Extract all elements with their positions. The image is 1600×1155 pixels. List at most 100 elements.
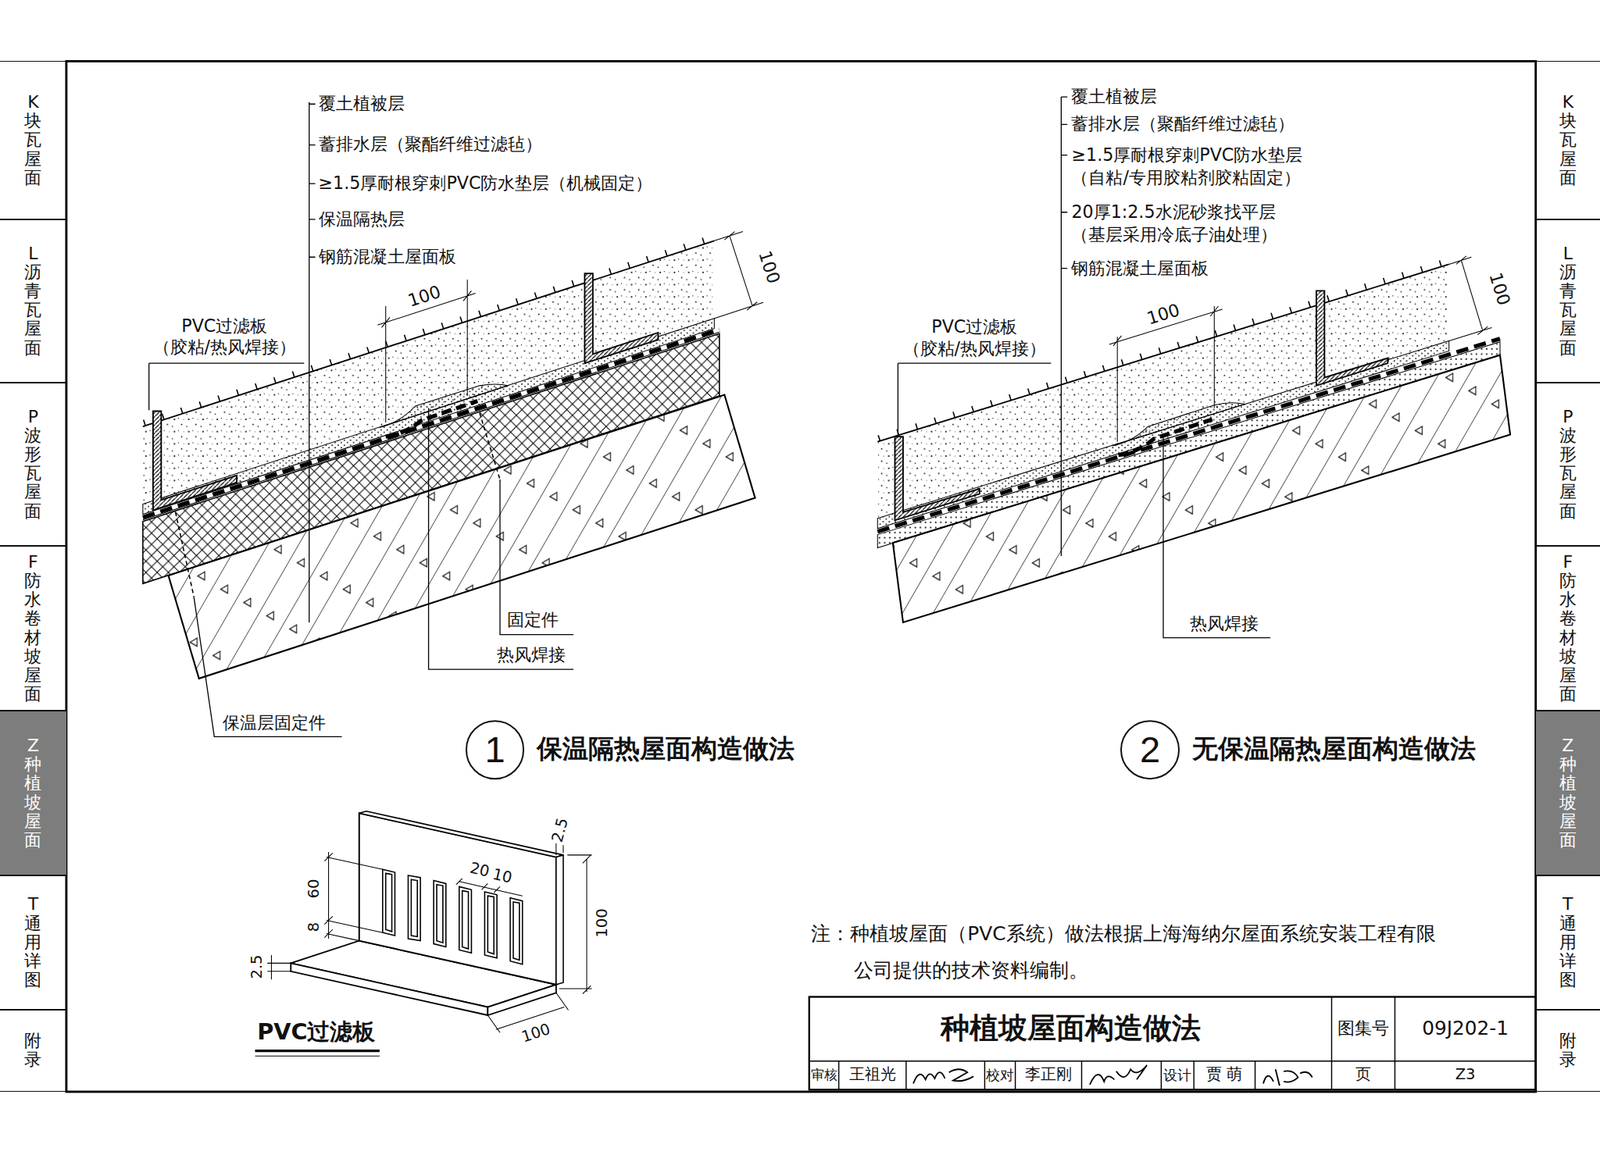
leader-line <box>193 596 342 737</box>
detail-callout: 1保温隔热屋面构造做法 <box>465 720 795 780</box>
dimension-text: 100 <box>755 247 783 288</box>
part-callout: 热风焊接 <box>496 645 566 666</box>
pvc-filter-board <box>894 436 979 521</box>
section-tab: L沥青瓦屋面 <box>0 219 67 383</box>
dimension-text: 100 <box>1486 268 1515 309</box>
section-tab: 附录 <box>1535 1010 1600 1092</box>
leader-line <box>428 408 574 670</box>
dimension-line <box>714 232 764 319</box>
insulation-fixing <box>175 512 195 597</box>
pvc-filter-board <box>1316 290 1388 386</box>
table-cell-text: 校对 <box>985 1067 1015 1084</box>
detail-callout: 2 无保温隔热屋面构造做法 <box>1120 720 1475 780</box>
detail-title: PVC过滤板 <box>257 1019 375 1046</box>
section-tab: K块瓦屋面 <box>0 60 67 219</box>
layer-leader <box>1060 96 1068 557</box>
section-tab: F防水卷材坡屋面 <box>1535 546 1600 712</box>
dimension-text: 100 <box>1143 300 1184 329</box>
tab-label: Z种植坡屋面 <box>24 736 42 850</box>
section-tab: P波形瓦屋面 <box>1535 382 1600 547</box>
drain-overlap <box>379 384 509 429</box>
part-callout: 热风焊接 <box>1189 614 1259 636</box>
signature <box>1089 1065 1147 1086</box>
membrane-overlap <box>385 400 479 437</box>
dimension-text: 2.5 <box>249 953 265 982</box>
slot-inner <box>487 896 494 954</box>
dimension-line <box>377 279 475 423</box>
filter-board-ground <box>153 411 237 511</box>
tab-label: K块瓦屋面 <box>24 92 42 188</box>
table-cell: 页 <box>1331 1060 1395 1090</box>
layer-callout: 钢筋混凝土屋面板 <box>1071 258 1209 279</box>
section-tab: K块瓦屋面 <box>1535 60 1600 219</box>
table-cell: 校对 <box>984 1060 1015 1090</box>
board-base-edge <box>487 985 557 1016</box>
signature <box>913 1069 974 1084</box>
slot <box>433 881 447 948</box>
table-cell-text: 王祖光 <box>849 1066 897 1085</box>
board-plate <box>359 813 557 985</box>
dimension-line <box>1109 306 1223 443</box>
filter-board-ground <box>584 273 658 364</box>
table-cell-text: 审核 <box>810 1067 838 1084</box>
drain-overlap <box>1112 403 1246 447</box>
filter-board-ground <box>894 436 979 521</box>
dimension-line <box>267 955 291 980</box>
drawing-title: 种植坡屋面构造做法 <box>940 1012 1201 1046</box>
detail-heading: 无保温隔热屋面构造做法 <box>1192 732 1476 768</box>
tab-label: F防水卷材坡屋面 <box>24 553 42 705</box>
section-tab: L沥青瓦屋面 <box>1535 219 1600 383</box>
section-tab: 附录 <box>0 1010 67 1092</box>
dimension-line <box>559 855 593 995</box>
layer-callout: 蓄排水层（聚酯纤维过滤毡） <box>1071 114 1295 136</box>
layer-callout: 覆土植被层 <box>318 93 405 115</box>
tab-label: L沥青瓦屋面 <box>24 244 42 358</box>
leader-line <box>897 363 1051 435</box>
note-text: 注：种植坡屋面（PVC系统）做法根据上海海纳尔屋面系统安装工程有限 公司提供的技… <box>810 915 1528 990</box>
table-cell-text: Z3 <box>1455 1066 1476 1085</box>
table-cell-text: 页 <box>1355 1066 1372 1085</box>
table-cell: 王祖光 <box>839 1060 907 1090</box>
layer-callout: 覆土植被层 <box>1071 86 1158 108</box>
layer-callout: 20厚1:2.5水泥砂浆找平层 （基层采用冷底子油处理） <box>1071 200 1490 247</box>
tab-label: P波形瓦屋面 <box>24 407 42 522</box>
table-cell: 审核 <box>809 1060 840 1090</box>
title-block <box>809 996 1536 1090</box>
part-callout: PVC过滤板 （胶粘/热风焊接） <box>106 315 343 360</box>
callout-number: 1 <box>484 731 505 768</box>
slot-inner <box>385 873 393 932</box>
filter-board-ground <box>1316 290 1388 386</box>
section-tab: Z种植坡屋面 <box>0 710 67 875</box>
section-tab: F防水卷材坡屋面 <box>0 546 67 712</box>
slot-inner <box>410 879 418 937</box>
layer-leader <box>309 102 316 623</box>
board-base-edge <box>290 963 488 1016</box>
table-cell-text: 图集号 <box>1337 1018 1390 1040</box>
tab-label: T通用详图 <box>1559 895 1577 990</box>
slot <box>382 869 396 936</box>
layer-callout: 保温隔热层 <box>318 209 405 230</box>
table-cell: 09J202-1 <box>1394 996 1536 1061</box>
layer-callout: ≥1.5厚耐根穿刺PVC防水垫层（机械固定） <box>318 173 654 194</box>
tab-label: 附录 <box>1559 1032 1577 1070</box>
layer-callout: 钢筋混凝土屋面板 <box>318 246 457 268</box>
title-underline <box>255 1050 380 1053</box>
part-callout: 固定件 <box>507 610 559 631</box>
dimension-text: 100 <box>594 907 611 940</box>
table-cell-text: 贾 萌 <box>1206 1066 1243 1085</box>
tab-label: Z种植坡屋面 <box>1559 736 1577 850</box>
callout-number: 2 <box>1139 731 1161 768</box>
section-tab: P波形瓦屋面 <box>0 382 67 547</box>
pvc-filter-board <box>584 273 658 364</box>
board-plate-edge <box>556 855 564 986</box>
detail-insulated <box>142 102 764 738</box>
leader-line <box>500 479 574 636</box>
table-cell: 设计 <box>1160 1060 1194 1090</box>
table-cell: 种植坡屋面构造做法 <box>809 996 1333 1061</box>
table-cell-text: 李正刚 <box>1025 1066 1072 1085</box>
tab-label: K块瓦屋面 <box>1559 92 1577 188</box>
dimension-text: 8 <box>306 921 322 934</box>
layer-callout: 蓄排水层（聚酯纤维过滤毡） <box>318 135 543 156</box>
pvc-filter-board <box>153 411 237 511</box>
